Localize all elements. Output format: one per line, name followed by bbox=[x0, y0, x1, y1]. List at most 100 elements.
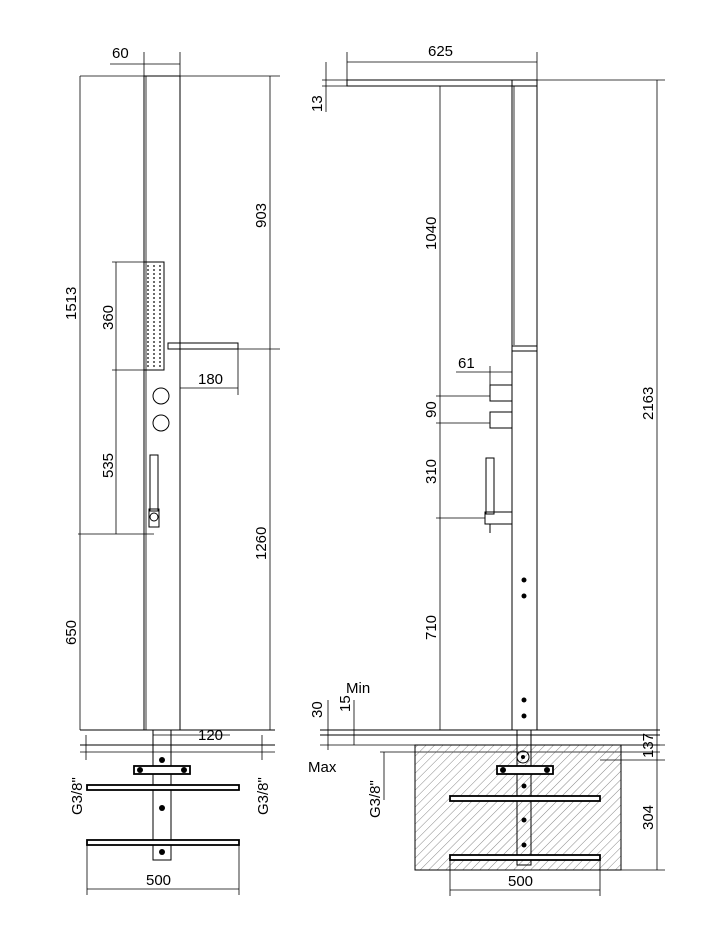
dim-1040: 1040 bbox=[423, 217, 440, 250]
spray-nozzle bbox=[153, 313, 155, 315]
spray-nozzle bbox=[159, 317, 161, 319]
spray-nozzle bbox=[159, 357, 161, 359]
dim-1260: 1260 bbox=[253, 527, 270, 560]
spray-nozzle bbox=[153, 333, 155, 335]
dim-180: 180 bbox=[198, 371, 223, 388]
spray-nozzle bbox=[159, 345, 161, 347]
spray-nozzle bbox=[153, 349, 155, 351]
dim-310: 310 bbox=[423, 459, 440, 484]
dim-61: 61 bbox=[458, 355, 475, 372]
spray-nozzle bbox=[147, 365, 149, 367]
spray-nozzle bbox=[159, 289, 161, 291]
spray-nozzle bbox=[159, 341, 161, 343]
spray-nozzle bbox=[153, 293, 155, 295]
front-pipe-housing bbox=[152, 729, 172, 861]
top-arm bbox=[346, 79, 538, 87]
spray-nozzle bbox=[153, 361, 155, 363]
spray-nozzle bbox=[159, 349, 161, 351]
spray-nozzle bbox=[159, 269, 161, 271]
lower-lever bbox=[489, 411, 513, 429]
dim-903: 903 bbox=[253, 203, 270, 228]
spray-nozzle bbox=[159, 353, 161, 355]
dim-thread-right: G3/8" bbox=[255, 777, 272, 815]
spray-nozzle bbox=[159, 325, 161, 327]
upper-knob bbox=[152, 387, 170, 405]
spray-nozzle bbox=[153, 353, 155, 355]
spray-nozzle bbox=[153, 357, 155, 359]
spray-nozzle bbox=[159, 293, 161, 295]
spray-nozzle bbox=[159, 285, 161, 287]
spray-nozzle bbox=[159, 297, 161, 299]
spray-nozzle bbox=[147, 269, 149, 271]
label-min: Min bbox=[346, 680, 370, 697]
spray-nozzle bbox=[147, 285, 149, 287]
spray-nozzle bbox=[159, 265, 161, 267]
dim-304: 304 bbox=[640, 805, 657, 830]
spray-nozzle bbox=[147, 273, 149, 275]
spray-nozzle bbox=[153, 329, 155, 331]
dim-650: 650 bbox=[63, 620, 80, 645]
spray-nozzle bbox=[153, 365, 155, 367]
spray-nozzle bbox=[147, 361, 149, 363]
spray-nozzle bbox=[153, 265, 155, 267]
spray-nozzle bbox=[159, 337, 161, 339]
spray-nozzle bbox=[159, 329, 161, 331]
dim-137: 137 bbox=[640, 733, 657, 758]
dim-500-side: 500 bbox=[508, 873, 533, 890]
spray-nozzle bbox=[159, 305, 161, 307]
spray-nozzle bbox=[147, 313, 149, 315]
spray-nozzle bbox=[153, 277, 155, 279]
spray-nozzle bbox=[159, 333, 161, 335]
spray-panel bbox=[143, 261, 165, 371]
side-mounting-plate bbox=[496, 765, 554, 775]
spray-nozzle bbox=[147, 305, 149, 307]
side-view: 625 13 1040 90 310 710 61 2163 30 15 Min… bbox=[308, 43, 665, 896]
spray-nozzle bbox=[147, 337, 149, 339]
spray-nozzle bbox=[153, 269, 155, 271]
hand-shower bbox=[149, 454, 159, 512]
dim-15: 15 bbox=[337, 695, 354, 712]
dim-625: 625 bbox=[428, 43, 453, 60]
dim-500-front: 500 bbox=[146, 872, 171, 889]
front-view: 60 1513 650 360 535 903 1260 180 120 G3/… bbox=[63, 45, 280, 895]
spray-nozzle bbox=[153, 297, 155, 299]
dim-90: 90 bbox=[423, 401, 440, 418]
side-crossbar-upper bbox=[449, 795, 601, 802]
dim-thread-side: G3/8" bbox=[367, 780, 384, 818]
spray-nozzle bbox=[147, 297, 149, 299]
spray-nozzle bbox=[159, 273, 161, 275]
spray-nozzle bbox=[147, 265, 149, 267]
dim-thread-left: G3/8" bbox=[69, 777, 86, 815]
spray-nozzle bbox=[153, 345, 155, 347]
front-column bbox=[143, 75, 181, 731]
upper-lever bbox=[489, 384, 513, 402]
dim-13: 13 bbox=[309, 95, 326, 112]
spray-nozzle bbox=[153, 321, 155, 323]
spray-nozzle bbox=[147, 309, 149, 311]
spray-nozzle bbox=[153, 317, 155, 319]
dim-1513: 1513 bbox=[63, 287, 80, 320]
dim-120: 120 bbox=[198, 727, 223, 744]
spray-nozzle bbox=[153, 281, 155, 283]
spray-nozzle bbox=[147, 341, 149, 343]
side-column bbox=[511, 79, 538, 731]
spray-nozzle bbox=[153, 337, 155, 339]
spray-nozzle bbox=[153, 305, 155, 307]
spray-nozzle bbox=[147, 353, 149, 355]
spray-nozzle bbox=[153, 273, 155, 275]
spray-nozzle bbox=[147, 357, 149, 359]
spray-nozzle bbox=[147, 345, 149, 347]
spray-nozzle bbox=[159, 361, 161, 363]
spray-nozzle bbox=[159, 301, 161, 303]
spray-nozzle bbox=[153, 285, 155, 287]
spray-nozzle bbox=[159, 365, 161, 367]
dim-360: 360 bbox=[100, 305, 117, 330]
front-crossbar-lower bbox=[86, 839, 240, 846]
spray-nozzle bbox=[159, 321, 161, 323]
side-hand-shower bbox=[485, 457, 495, 515]
spray-nozzle bbox=[147, 321, 149, 323]
spray-nozzle bbox=[147, 281, 149, 283]
dim-710: 710 bbox=[423, 615, 440, 640]
dim-60: 60 bbox=[112, 45, 129, 62]
front-mounting-plate bbox=[133, 765, 191, 775]
